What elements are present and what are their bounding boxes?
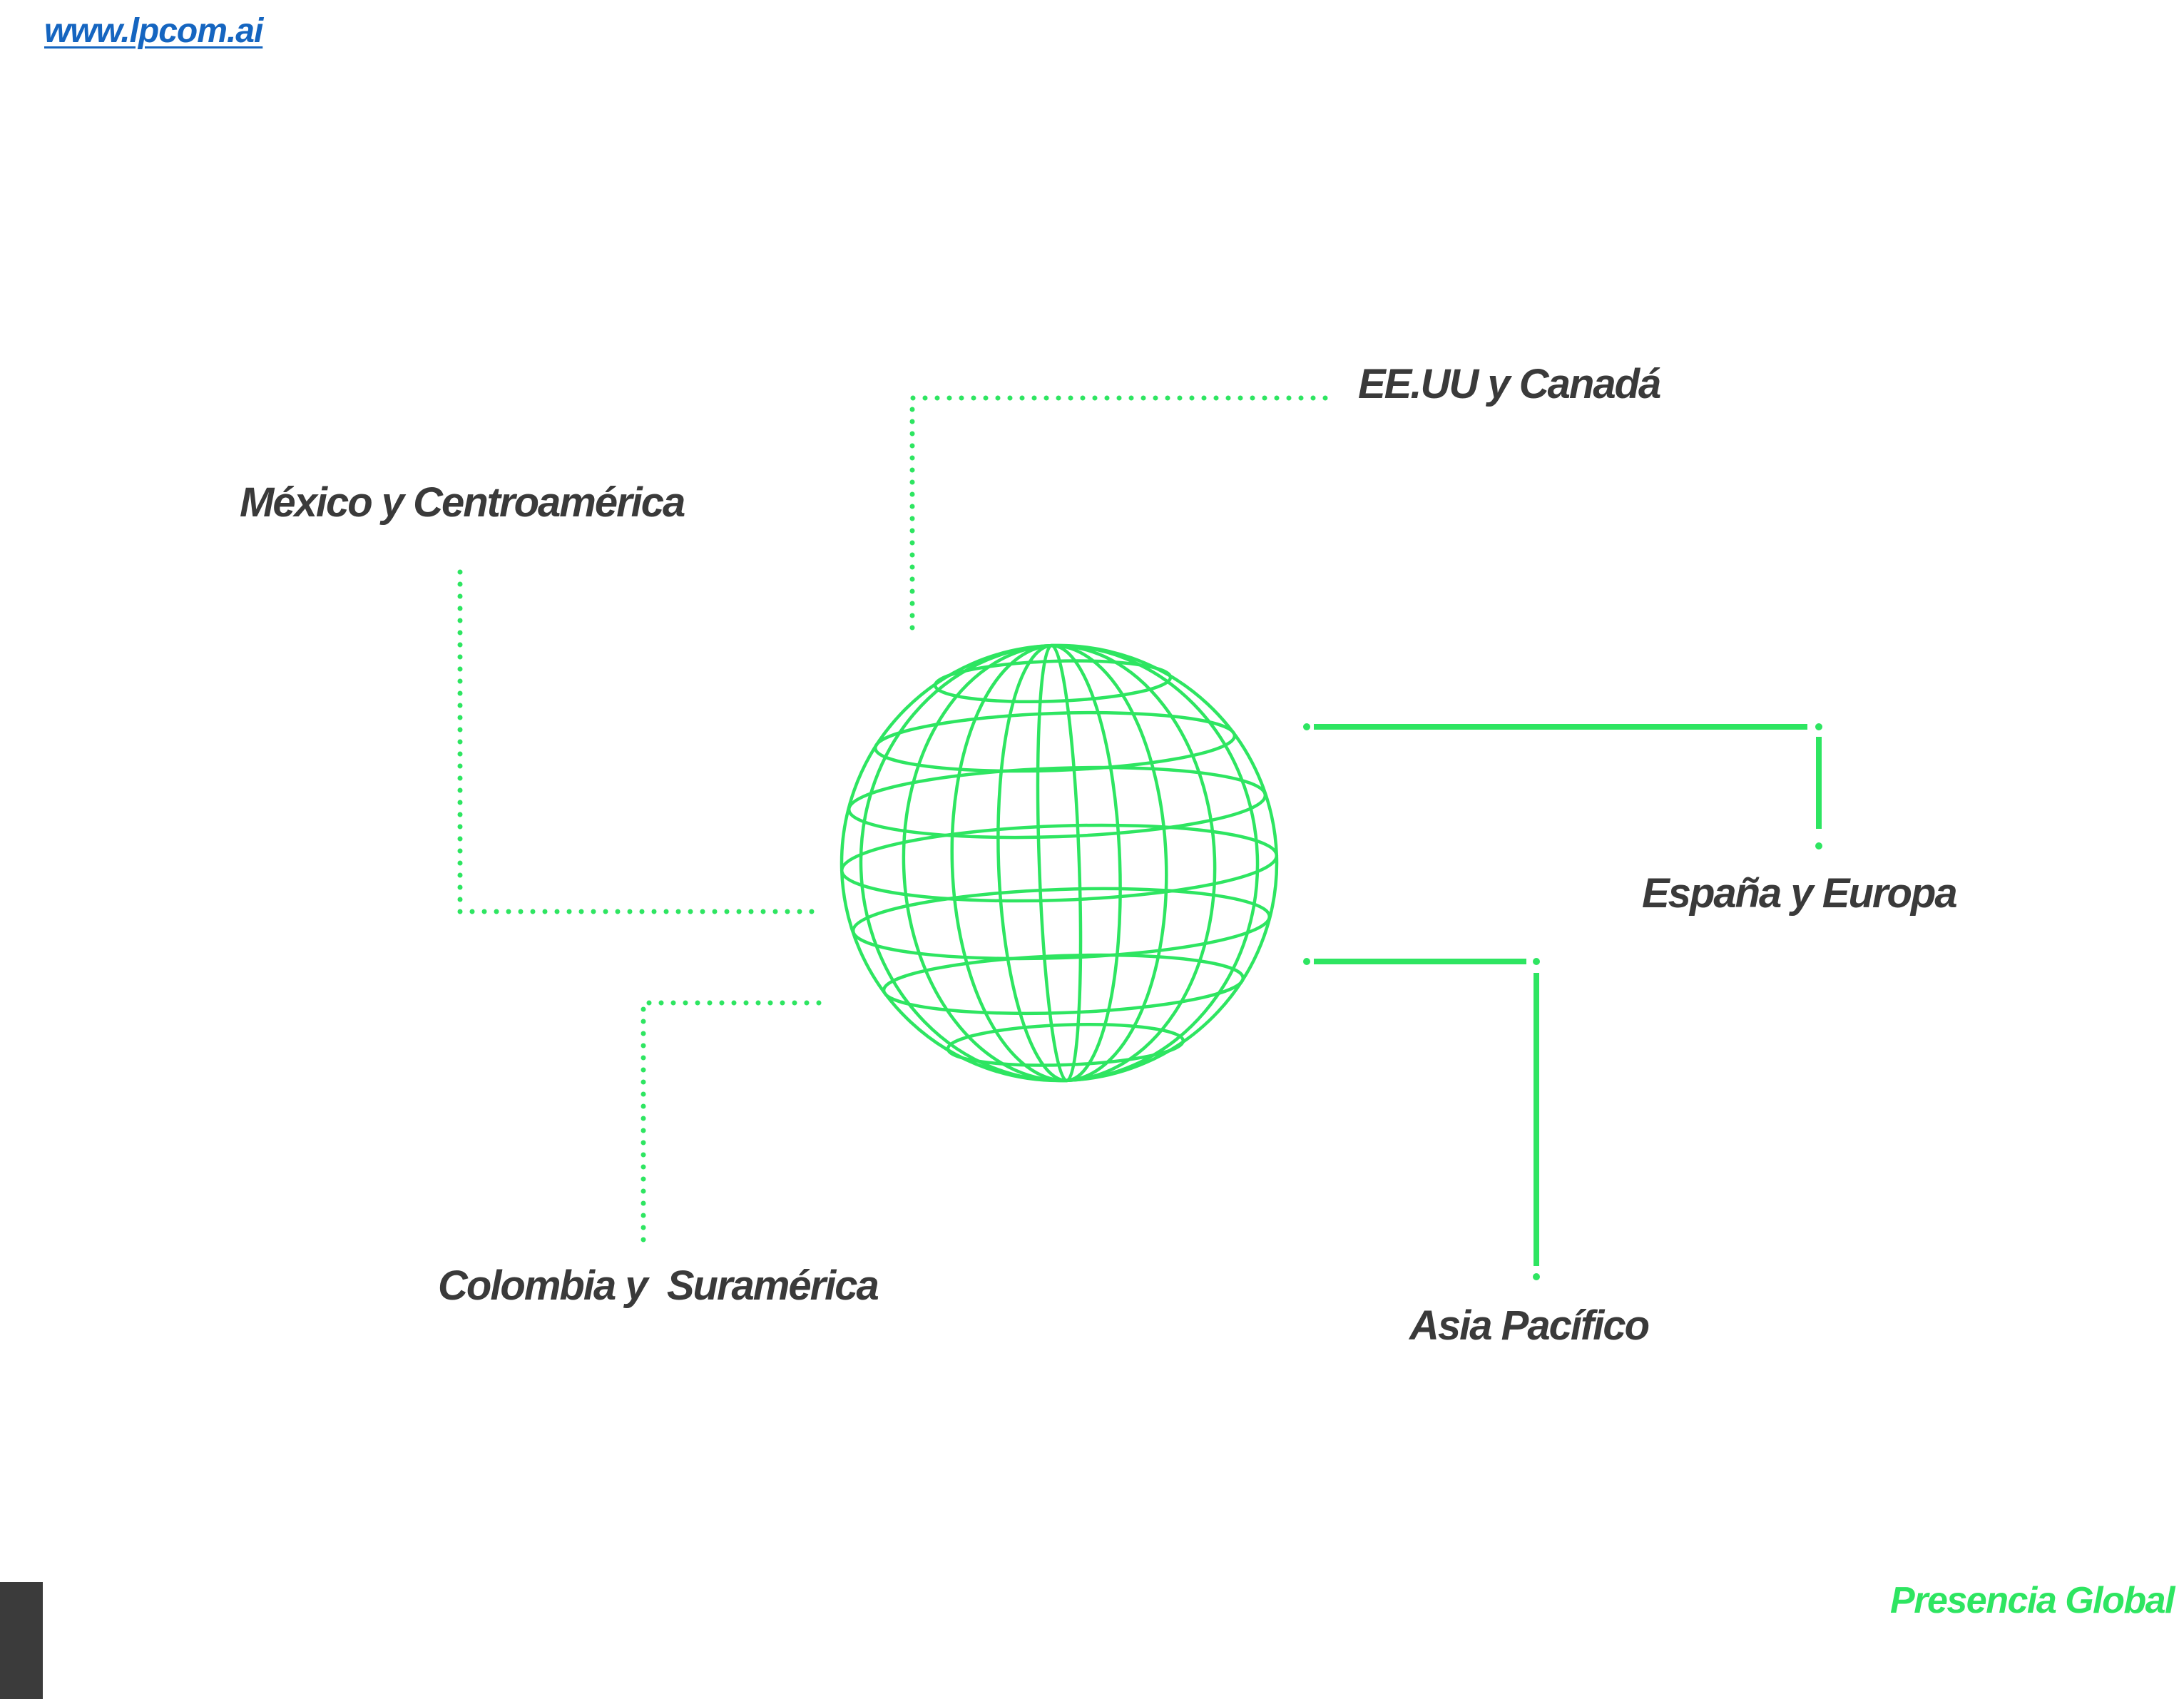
region-label-colombia: Colombia y Suramérica	[438, 1262, 879, 1309]
region-label-espana: España y Europa	[1642, 870, 1958, 917]
page-footer-title: Presencia Global	[1890, 1580, 2175, 1621]
connector-dots	[1303, 723, 1822, 1280]
region-label-eeuu: EE.UU y Canadá	[1358, 361, 1661, 407]
connector-asia	[1314, 959, 1539, 1266]
connector-colombia	[641, 1000, 823, 1243]
connector-eeuu	[909, 395, 1331, 631]
wireframe-globe-icon	[840, 643, 1279, 1083]
connector-mexico	[457, 569, 823, 914]
corner-tab	[0, 1582, 43, 1699]
website-link[interactable]: www.lpcom.ai	[44, 12, 263, 50]
solid-connectors	[1314, 724, 1822, 1266]
connector-espana	[1314, 724, 1822, 829]
region-label-asia: Asia Pacífico	[1409, 1302, 1650, 1349]
dotted-connectors	[457, 395, 1331, 1243]
region-label-mexico: México y Centroamérica	[240, 479, 685, 526]
